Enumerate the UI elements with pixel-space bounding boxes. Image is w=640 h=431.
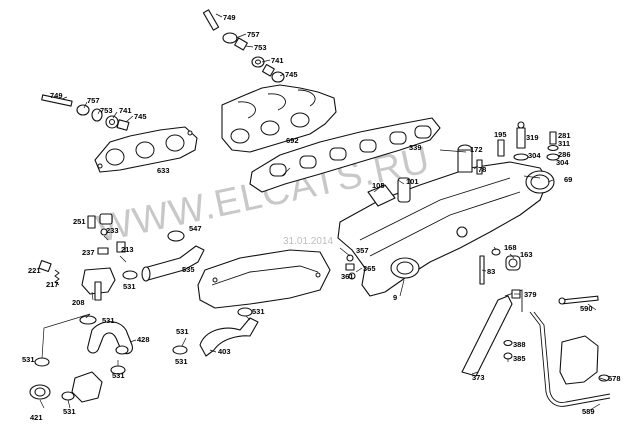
sensor-parts-right [476,121,560,175]
callout-208: 208 [72,298,85,307]
callout-741: 741 [119,106,132,115]
callout-101: 101 [406,177,419,186]
callout-304: 304 [556,158,569,167]
left-stud-assembly [41,94,130,131]
hose-535 [141,230,205,282]
left-fittings [38,213,138,301]
callout-749: 749 [223,13,236,22]
callout-745: 745 [285,70,298,79]
callout-286: 286 [558,150,571,159]
cover-plate [197,249,331,309]
callout-213: 213 [121,245,134,254]
callout-281: 281 [558,131,571,140]
callout-339: 339 [409,143,422,152]
callout-531: 531 [175,357,188,366]
callout-749: 749 [50,91,63,100]
callout-69: 69 [564,175,572,184]
fitting-163 [491,248,521,271]
top-stud-assembly [202,9,285,83]
callout-421: 421 [30,413,43,422]
callout-692: 692 [286,136,299,145]
callout-590: 590 [580,304,593,313]
callout-531: 531 [112,371,125,380]
callout-589: 589 [582,407,595,416]
callout-578: 578 [608,374,621,383]
callout-361: 361 [341,272,354,281]
callout-753: 753 [254,43,267,52]
callout-217: 217 [46,280,59,289]
hose-403 [199,317,259,357]
fasteners-385 [503,339,513,360]
gasket-633 [94,126,198,173]
callout-195: 195 [494,130,507,139]
callout-531: 531 [176,327,189,336]
callout-233: 233 [106,226,119,235]
callout-531: 531 [252,307,265,316]
callout-531: 531 [102,316,115,325]
thermostat-housing-421 [29,307,253,403]
callout-251: 251 [73,217,86,226]
leader-lines [39,13,607,411]
callout-745: 745 [134,112,147,121]
callout-633: 633 [157,166,170,175]
callout-365: 365 [363,264,376,273]
callout-304: 304 [528,151,541,160]
callout-388: 388 [513,340,526,349]
callout-83: 83 [487,267,495,276]
callout-753: 753 [100,106,113,115]
callout-105: 105 [372,181,385,190]
callout-163: 163 [520,250,533,259]
callout-531: 531 [63,407,76,416]
callout-221: 221 [28,266,41,275]
callout-535: 535 [182,265,195,274]
callout-403: 403 [218,347,231,356]
hose-428 [87,321,133,355]
callout-385: 385 [513,354,526,363]
callout-531: 531 [22,355,35,364]
callout-9: 9 [393,293,397,302]
callout-373: 373 [472,373,485,382]
pipe-589 [529,311,611,407]
callout-172: 172 [470,145,483,154]
callout-78: 78 [478,165,486,174]
callout-531: 531 [123,282,136,291]
callout-741: 741 [271,56,284,65]
exhaust-manifold-692 [221,84,337,153]
callout-547: 547 [189,224,202,233]
callout-237: 237 [82,248,95,257]
callout-757: 757 [87,96,100,105]
callout-311: 311 [558,139,570,148]
gasket-339 [249,117,441,193]
callout-357: 357 [356,246,369,255]
callout-428: 428 [137,335,150,344]
callout-labels: 749 757 753 741 745 692 749 757 753 741 … [22,13,621,422]
callout-379: 379 [524,290,537,299]
watermark-date: 31.01.2014 [283,236,333,247]
bolts-361 [345,254,356,280]
callout-168: 168 [504,243,517,252]
callout-757: 757 [247,30,260,39]
rod-590 [558,295,599,305]
callout-319: 319 [526,133,539,142]
